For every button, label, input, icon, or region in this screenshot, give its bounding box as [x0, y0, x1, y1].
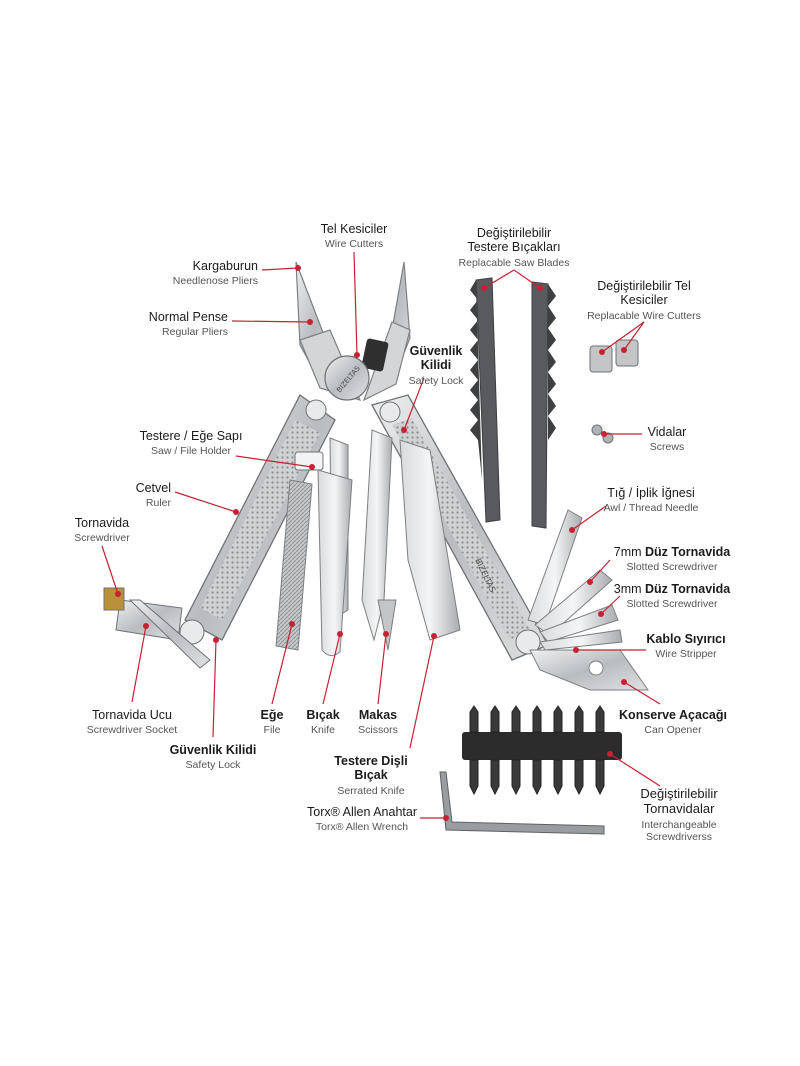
leader-line: [235, 455, 313, 468]
fold-out-tools: [275, 429, 461, 656]
bit-top: [469, 705, 479, 733]
bit-top: [553, 705, 563, 733]
leader-dot: [115, 591, 121, 597]
leader-line: [101, 545, 119, 595]
bit-top: [511, 705, 521, 733]
leader-line: [322, 633, 341, 705]
leader-dot: [307, 319, 313, 325]
leader-line: [623, 321, 645, 351]
bit-bottom: [511, 759, 521, 796]
right-fan-tools: [527, 509, 649, 691]
leader-dot: [537, 285, 543, 291]
leader-line: [212, 639, 217, 738]
leader-line: [589, 559, 611, 583]
leader-line: [571, 505, 607, 531]
leader-line: [377, 633, 387, 705]
leader-dot: [354, 352, 360, 358]
leader-line: [601, 321, 645, 353]
leader-line: [261, 267, 299, 271]
bit-top: [490, 705, 500, 733]
leader-line: [600, 595, 621, 615]
bit-top: [595, 705, 605, 733]
bit-bottom: [574, 759, 584, 796]
leader-line: [403, 377, 425, 431]
leader-dot: [587, 579, 593, 585]
leader-dot: [401, 427, 407, 433]
leader-dot: [601, 431, 607, 437]
leader-line: [174, 491, 237, 513]
leader-line: [131, 625, 147, 703]
bit-bottom: [469, 759, 479, 796]
leader-line: [271, 623, 293, 705]
leader-dot: [481, 285, 487, 291]
spare-parts: [589, 339, 639, 444]
leader-dot: [443, 815, 449, 821]
leader-dot: [569, 527, 575, 533]
leader-dot: [431, 633, 437, 639]
leader-line: [623, 681, 661, 705]
leader-line: [353, 251, 358, 356]
leader-dot: [213, 637, 219, 643]
leader-dot: [233, 509, 239, 515]
leader-dot: [309, 464, 315, 470]
bit-holder: [462, 705, 622, 796]
bit-bottom: [553, 759, 563, 796]
saw-blades: [470, 277, 556, 529]
bit-bottom: [532, 759, 542, 796]
leader-dot: [621, 679, 627, 685]
leader-dot: [337, 631, 343, 637]
leader-line: [609, 753, 661, 787]
leader-line: [483, 269, 515, 289]
right-handle: BIZELTAS: [371, 394, 549, 661]
bit-bottom: [490, 759, 500, 796]
leader-line: [409, 635, 435, 749]
leader-dot: [607, 751, 613, 757]
leader-dot: [598, 611, 604, 617]
leader-dot: [289, 621, 295, 627]
bit-top: [532, 705, 542, 733]
leader-dot: [143, 623, 149, 629]
leader-dot: [573, 647, 579, 653]
leader-line: [513, 269, 541, 289]
leader-dot: [621, 347, 627, 353]
leader-dot: [599, 349, 605, 355]
bit-top: [574, 705, 584, 733]
bit-bottom: [595, 759, 605, 796]
leader-dot: [295, 265, 301, 271]
allen-wrench-shape: [439, 771, 605, 835]
leader-dot: [383, 631, 389, 637]
leader-line: [231, 320, 311, 323]
pliers-jaws: BIZELTAS: [295, 261, 411, 402]
callout-leaders: [101, 251, 661, 821]
